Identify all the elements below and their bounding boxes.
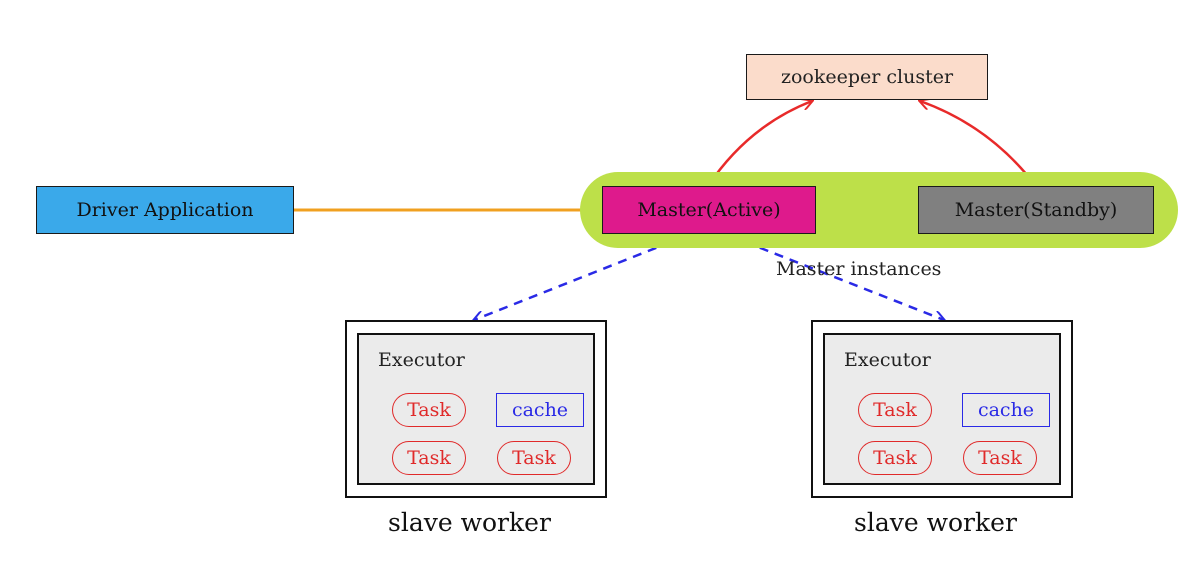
executor-label: Executor xyxy=(378,349,465,371)
master-standby-node: Master(Standby) xyxy=(918,186,1154,234)
master-to-worker2-arrow xyxy=(729,234,944,320)
zookeeper-cluster-node: zookeeper cluster xyxy=(746,54,988,100)
task-node: Task xyxy=(858,393,932,427)
cache-node: cache xyxy=(962,393,1050,427)
executor-label: Executor xyxy=(844,349,931,371)
task-node: Task xyxy=(392,441,466,475)
driver-application-node: Driver Application xyxy=(36,186,294,234)
cache-node: cache xyxy=(496,393,584,427)
master-active-node: Master(Active) xyxy=(602,186,816,234)
worker-caption: slave worker xyxy=(854,508,1017,537)
master-to-worker1-arrow xyxy=(474,234,687,320)
task-node: Task xyxy=(497,441,571,475)
executor-2: Executor Task cache Task Task xyxy=(823,333,1061,485)
task-node: Task xyxy=(963,441,1037,475)
worker-caption: slave worker xyxy=(388,508,551,537)
task-node: Task xyxy=(858,441,932,475)
master-instances-caption: Master instances xyxy=(776,258,942,280)
task-node: Task xyxy=(392,393,466,427)
executor-1: Executor Task cache Task Task xyxy=(357,333,595,485)
